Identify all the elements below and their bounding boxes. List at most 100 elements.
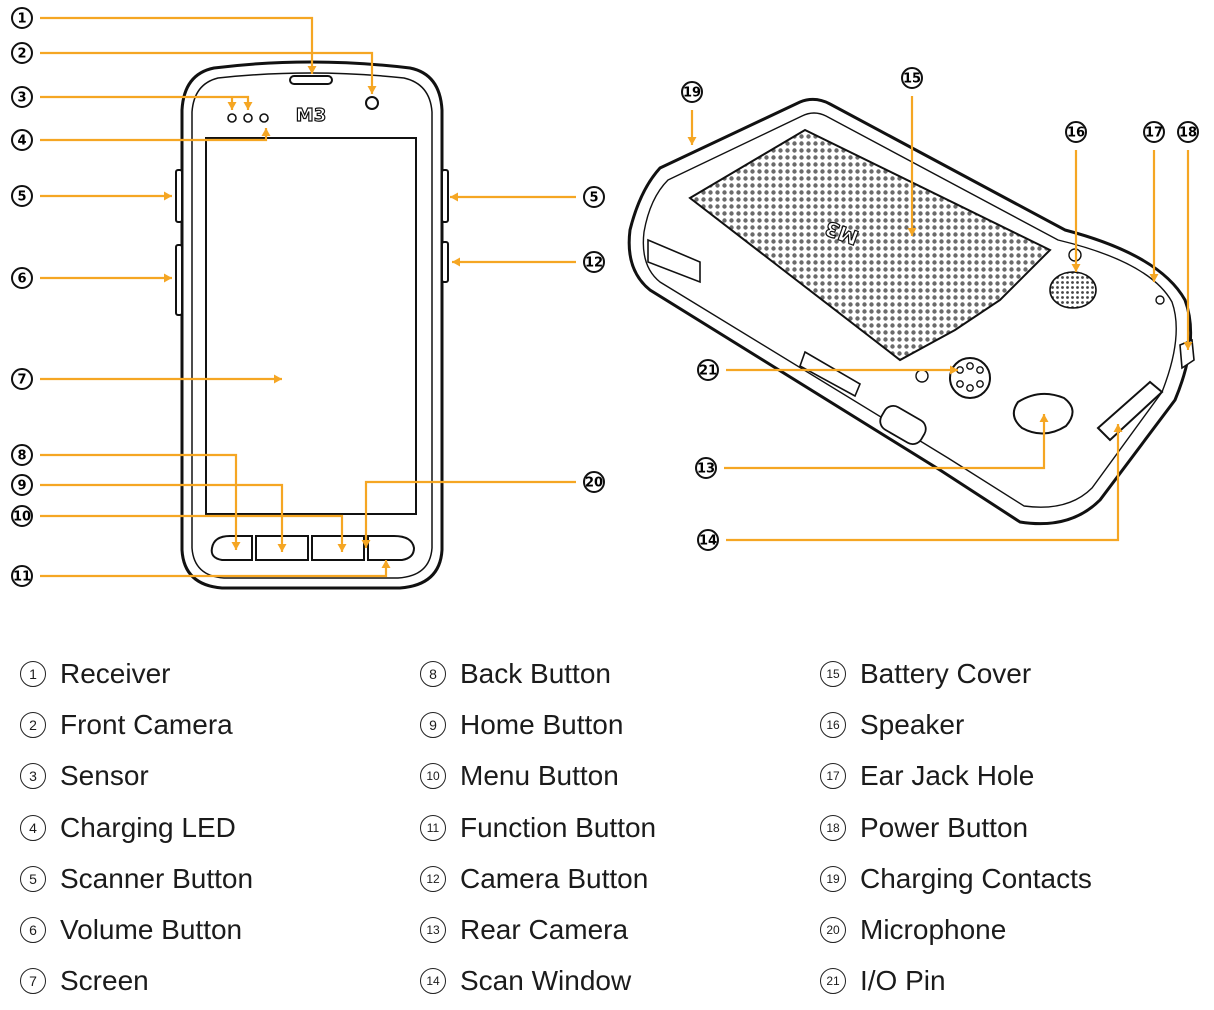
right-scanner-button-shape — [441, 169, 449, 223]
callout-arrow-9 — [40, 483, 284, 552]
callout-arrow-11-head — [381, 560, 391, 568]
legend-item: 14 Scan Window — [420, 956, 656, 1007]
legend-number: 2 — [20, 711, 46, 738]
legend-number: 8 — [420, 660, 446, 687]
legend-number: 9 — [420, 711, 446, 738]
io-pin-dot — [966, 384, 974, 392]
legend-item: 10 Menu Button — [420, 751, 656, 802]
io-pin-dot — [976, 380, 984, 388]
legend-label: Sensor — [60, 760, 149, 792]
menu-button-key — [311, 535, 365, 561]
callout-arrow-20 — [364, 480, 576, 548]
legend-label: Back Button — [460, 657, 611, 689]
sensor-dot-1 — [227, 113, 237, 123]
legend-number: 14 — [420, 968, 446, 995]
callout-arrow-9-head — [277, 544, 287, 552]
callout-arrow-14 — [726, 424, 1120, 542]
screw-1 — [915, 369, 929, 383]
legend-number: 19 — [820, 865, 846, 892]
callout-circle-1 — [11, 7, 33, 29]
callout-arrow-20-head — [361, 540, 371, 548]
callout-number-12: 12 — [585, 256, 603, 271]
legend-label: I/O Pin — [860, 965, 946, 997]
callout-arrow-19-head — [687, 137, 697, 145]
rear-side-button-2 — [799, 350, 862, 398]
front-camera-lens — [365, 96, 379, 110]
callout-circle-11 — [11, 565, 33, 587]
legend-item: 21 I/O Pin — [820, 956, 1092, 1007]
legend-number: 21 — [820, 968, 846, 995]
callout-arrow-8 — [40, 453, 238, 550]
callout-circle-2 — [11, 42, 33, 64]
callout-circle-8 — [11, 444, 33, 466]
callout-circle-21 — [697, 359, 719, 381]
legend-item: 8 Back Button — [420, 648, 656, 699]
callout-number-2: 2 — [17, 47, 26, 62]
callout-arrow-1-head — [307, 66, 317, 74]
callout-arrow-10-head — [337, 544, 347, 552]
callout-circle-4 — [11, 129, 33, 151]
callout-number-1: 1 — [17, 12, 26, 27]
legend-label: Speaker — [860, 708, 965, 740]
callout-number-18: 18 — [1179, 126, 1197, 141]
legend-number: 17 — [820, 763, 846, 790]
callout-circle-3 — [11, 86, 33, 108]
rear-side-button — [879, 405, 927, 445]
rear-view: M3 — [627, 97, 1195, 526]
function-button-key — [367, 535, 416, 561]
sensor-dot-2 — [243, 113, 253, 123]
callout-number-10: 10 — [13, 510, 31, 525]
legend-label: Home Button — [460, 708, 624, 740]
rear-camera-window — [1012, 392, 1074, 435]
callout-number-8: 8 — [17, 449, 26, 464]
callout-arrow-5-head — [164, 191, 172, 201]
callout-arrow-18-head — [1183, 342, 1193, 350]
right-camera-button-shape — [441, 241, 449, 283]
legend-number: 12 — [420, 865, 446, 892]
callout-number-19: 19 — [683, 86, 701, 101]
callout-arrow-1 — [40, 16, 314, 74]
callout-arrow-4-head — [261, 128, 271, 136]
callout-number-3: 3 — [17, 91, 26, 106]
legend-number: 18 — [820, 814, 846, 841]
legend-label: Microphone — [860, 914, 1007, 946]
callout-arrow-15-head — [907, 228, 917, 236]
callout-arrows — [40, 16, 1193, 578]
back-button-key — [210, 535, 253, 561]
callout-arrow-7-head — [274, 374, 282, 384]
callout-circle-16 — [1065, 121, 1087, 143]
callout-arrow-10 — [40, 514, 344, 552]
legend-label: Power Button — [860, 811, 1029, 843]
callout-circle-13 — [695, 457, 717, 479]
callout-circle-5 — [583, 186, 605, 208]
legend-label: Scan Window — [460, 965, 632, 997]
legend-label: Charging Contacts — [860, 862, 1092, 894]
callout-circle-6 — [11, 267, 33, 289]
front-screen — [205, 137, 417, 515]
callout-arrow-3-head — [243, 102, 253, 110]
io-pin-dot — [976, 366, 984, 374]
legend-label: Menu Button — [460, 760, 619, 792]
front-logo: M3 — [296, 105, 326, 126]
callout-number-15: 15 — [903, 72, 921, 87]
rear-speaker-grille — [1049, 271, 1097, 309]
callout-number-6: 6 — [17, 272, 26, 287]
callout-number-14: 14 — [699, 534, 717, 549]
legend-number: 10 — [420, 763, 446, 790]
callout-arrow-2-head — [367, 86, 377, 94]
callout-circle-5 — [11, 185, 33, 207]
legend-label: Screen — [60, 965, 149, 997]
legend-number: 1 — [20, 660, 46, 687]
